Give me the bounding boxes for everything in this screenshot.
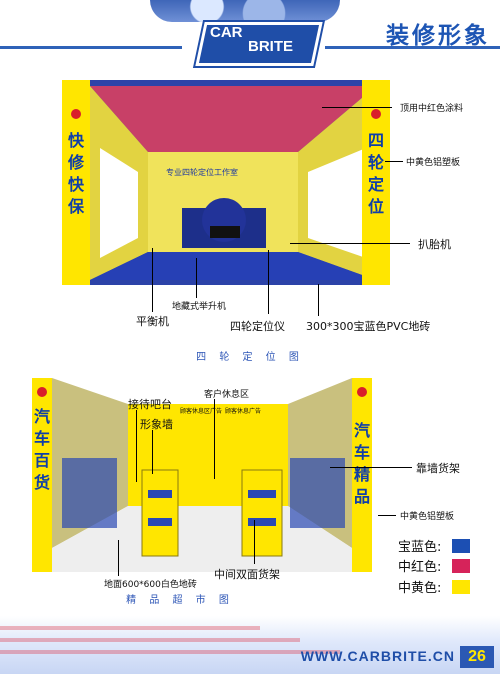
figure1-drawing: [62, 80, 390, 285]
leader-image-wall: [152, 430, 153, 474]
legend-label-yellow: 中黄色:: [398, 581, 442, 596]
leader-floor: [318, 284, 319, 316]
page-number: 26: [460, 646, 494, 668]
carbrite-logo: CAR BRITE: [195, 18, 323, 66]
legend-swatch-red: [452, 559, 470, 573]
leader-ceiling: [322, 107, 392, 108]
annot-image-wall: 形象墙: [140, 418, 173, 431]
leader-aligner: [268, 250, 269, 314]
figure2-left-pillar-text: 汽车百货: [34, 407, 51, 492]
header-rule-right: [325, 46, 500, 49]
leader-side-panel-1: [385, 161, 403, 162]
figure1-scene: 专业四轮定位工作室 快修快保 四轮定位: [62, 80, 390, 285]
annot-balancer: 平衡机: [136, 315, 169, 328]
annot-small2: 顾客休息广告: [225, 408, 262, 415]
annot-floor-2: 地面600*600白色地砖: [104, 580, 197, 590]
annot-small1: 顾客休息区广告: [180, 408, 223, 415]
header-rule-left: [0, 46, 182, 49]
header-bubble-graphic: [150, 0, 340, 22]
footer-band: [0, 616, 500, 674]
logo-line2: BRITE: [248, 38, 293, 55]
leader-wall-shelf: [330, 467, 412, 468]
page-title: 装修形象: [386, 22, 490, 49]
figure1-sign: 专业四轮定位工作室: [166, 168, 238, 177]
leader-floor-2: [118, 540, 119, 576]
figure1-left-pillar-text: 快修快保: [68, 131, 85, 216]
leader-lounge: [214, 399, 215, 479]
logo-line1: CAR: [210, 24, 243, 41]
legend-swatch-yellow: [452, 580, 470, 594]
figure1-caption: 四 轮 定 位 图: [196, 352, 304, 363]
annot-side-panel-2: 中黄色铝塑板: [400, 512, 455, 522]
figure2-right-pillar-text: 汽车精品: [354, 421, 371, 506]
figure2-scene: 汽车百货 汽车精品: [32, 378, 372, 572]
annot-double-shelf: 中间双面货架: [214, 568, 280, 581]
annot-lift: 地藏式举升机: [172, 302, 227, 312]
legend-swatch-blue: [452, 539, 470, 553]
leader-side-panel-2: [378, 515, 396, 516]
annot-ceiling: 顶用中红色涂料: [400, 104, 464, 114]
annot-floor: 300*300宝蓝色PVC地砖: [306, 320, 431, 333]
figure2-caption: 精 品 超 市 图: [126, 595, 234, 606]
leader-tire-remover: [290, 243, 410, 244]
legend-label-blue: 宝蓝色:: [398, 540, 442, 555]
annot-aligner: 四轮定位仪: [230, 320, 285, 333]
figure2-drawing: [32, 378, 372, 572]
annot-side-panel-1: 中黄色铝塑板: [406, 158, 461, 168]
leader-lift: [196, 258, 197, 298]
leader-reception: [136, 410, 137, 482]
leader-balancer: [152, 248, 153, 312]
footer-website: WWW.CARBRITE.CN: [300, 648, 455, 664]
annot-wall-shelf: 靠墙货架: [416, 462, 460, 475]
figure1-right-pillar-text: 四轮定位: [368, 131, 385, 216]
legend-label-red: 中红色:: [398, 560, 442, 575]
annot-reception: 接待吧台: [128, 398, 172, 411]
annot-lounge: 客户休息区: [204, 390, 250, 400]
annot-tire-remover: 扒胎机: [418, 238, 451, 251]
leader-double-shelf: [254, 520, 255, 564]
